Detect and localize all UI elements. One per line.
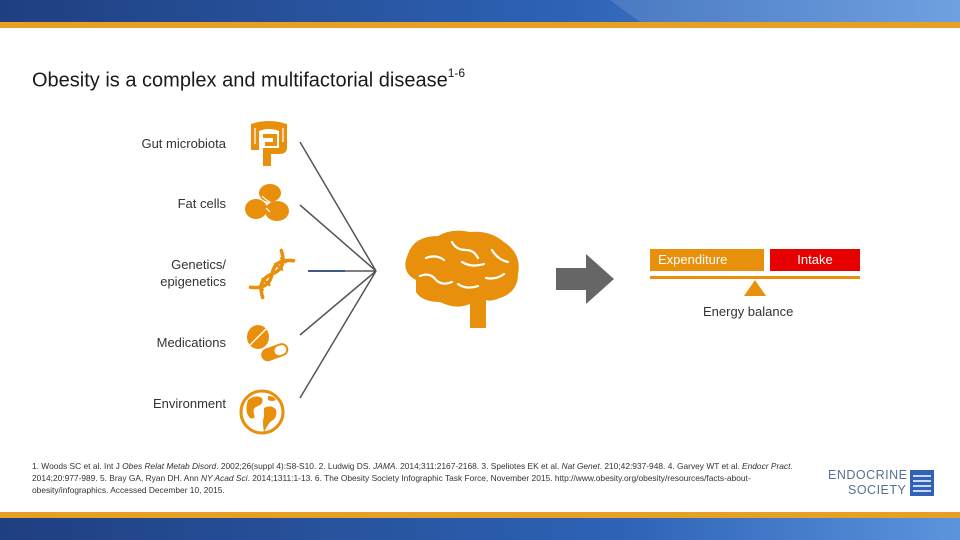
energy-balance-label: Energy balance — [703, 304, 794, 319]
logo-mark-icon — [910, 470, 934, 496]
reference-segment: Obes Relat Metab Disord — [122, 461, 217, 471]
reference-segment: Endocr Pract — [742, 461, 791, 471]
logo-line2: SOCIETY — [848, 483, 907, 497]
references: 1. Woods SC et al. Int J Obes Relat Meta… — [32, 460, 812, 496]
factor-label-fat-cells: Fat cells — [177, 196, 226, 211]
balance-beam — [650, 276, 860, 279]
factor-label-medications: Medications — [156, 335, 226, 350]
title-text: Obesity is a complex and multifactorial … — [32, 69, 448, 92]
right-arrow-icon — [556, 254, 614, 304]
balance-fulcrum — [744, 280, 766, 296]
globe-icon — [239, 389, 285, 435]
reference-segment: JAMA — [373, 461, 396, 471]
factor-label-environment: Environment — [153, 396, 226, 411]
reference-segment: 1. Woods SC et al. Int J — [32, 461, 123, 471]
intake-label: Intake — [797, 252, 833, 267]
reference-segment: . 2014;1311:1-13. 6. The Obesity Society… — [32, 473, 751, 495]
brain-icon — [405, 230, 519, 328]
expenditure-box: Expenditure — [650, 249, 764, 271]
reference-segment: . 2014;20:977-989. 5. Bray GA, Ryan DH. … — [32, 461, 793, 483]
expenditure-label: Expenditure — [658, 252, 728, 267]
slide-title: Obesity is a complex and multifactorial … — [32, 66, 466, 93]
reference-segment: . 210;42:937-948. 4. Garvey WT et al. — [599, 461, 743, 471]
intestine-icon — [251, 121, 287, 166]
factor-label-genetics: Genetics/ epigenetics — [160, 257, 226, 289]
balance-scale — [650, 276, 860, 296]
reference-segment: . 2014;311:2167-2168. 3. Speliotes EK et… — [395, 461, 562, 471]
title-superscript: 1-6 — [447, 66, 466, 80]
factor-label-gut-microbiota: Gut microbiota — [141, 136, 226, 151]
endocrine-society-logo: ENDOCRINE SOCIETY — [828, 468, 938, 498]
logo-line1: ENDOCRINE — [828, 468, 908, 482]
bottom-banner — [0, 512, 960, 540]
top-banner — [0, 0, 960, 28]
reference-segment: Nat Genet — [561, 461, 600, 471]
pills-icon — [247, 325, 289, 362]
dna-icon — [248, 248, 296, 300]
reference-segment: . 2002;26(suppl 4):S8-S10. 2. Ludwig DS. — [216, 461, 374, 471]
intake-box: Intake — [770, 249, 860, 271]
fat-cells-icon — [245, 184, 289, 221]
reference-segment: NY Acad Sci — [201, 473, 248, 483]
